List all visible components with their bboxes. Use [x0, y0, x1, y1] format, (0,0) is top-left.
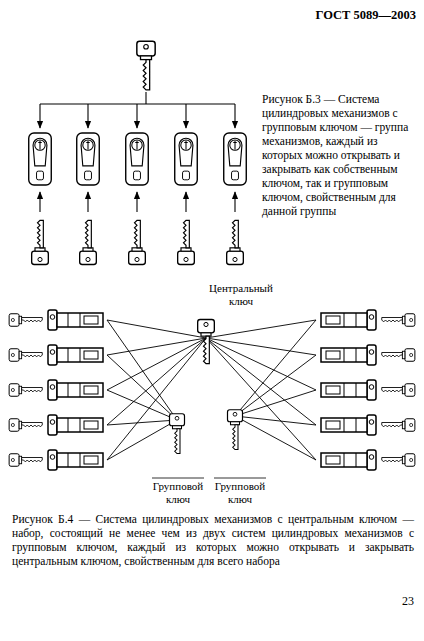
arrow [234, 192, 235, 212]
cylinder-side [48, 450, 103, 470]
access-line [235, 416, 316, 460]
cylinder-side [321, 450, 376, 470]
drawing-part [178, 220, 195, 264]
access-line [206, 320, 316, 338]
drawing-part [382, 349, 415, 362]
own-key [382, 454, 415, 467]
arrow [136, 104, 137, 128]
own-key [9, 349, 42, 362]
arrow [87, 192, 88, 212]
arrow [87, 104, 88, 128]
figure-caption: Рисунок Б.4 — Система цилиндровых механи… [12, 512, 414, 568]
access-line [206, 338, 316, 355]
access-line [235, 320, 316, 416]
access-line [107, 338, 206, 425]
access-line [107, 420, 177, 460]
drawing-part [321, 450, 376, 470]
drawing-part [227, 220, 244, 264]
drawing-part [32, 220, 49, 264]
own-key [9, 314, 42, 327]
drawing-part [382, 384, 415, 397]
own-key [9, 384, 42, 397]
cylinder-front [175, 133, 198, 185]
cylinder-front [126, 133, 149, 185]
cylinder-side [48, 345, 103, 365]
own-key [382, 419, 415, 432]
cylinder-front [224, 133, 247, 185]
arrow [185, 104, 186, 128]
cylinder-side [321, 310, 376, 330]
group-key [137, 41, 155, 90]
central-key [198, 320, 215, 364]
group-key-system [29, 41, 247, 264]
arrow [234, 104, 235, 128]
own-key [227, 220, 244, 264]
access-line [235, 355, 316, 416]
drawing-part [321, 415, 376, 435]
own-key [382, 349, 415, 362]
own-key [32, 220, 49, 264]
cylinder-side [48, 310, 103, 330]
figure-caption: Рисунок Б.3 — Система цилиндровых механи… [262, 92, 418, 218]
cylinder-side [48, 380, 103, 400]
cylinder-side [321, 345, 376, 365]
own-key [80, 220, 97, 264]
drawing-part [382, 454, 415, 467]
access-line [235, 390, 316, 416]
drawing-part [321, 380, 376, 400]
access-line [107, 355, 177, 420]
key-label: Групповой ключ [208, 480, 272, 506]
cylinder-side [321, 380, 376, 400]
own-key [178, 220, 195, 264]
access-line [206, 338, 316, 390]
drawing-part [80, 220, 97, 264]
drawing-part [382, 314, 415, 327]
label-rule [152, 478, 266, 479]
group-key [228, 410, 243, 450]
arrow [185, 192, 186, 212]
key-label: Групповой ключ [146, 480, 210, 506]
arrow [39, 104, 40, 128]
access-line [235, 416, 316, 425]
drawing-part [129, 220, 146, 264]
arrow [39, 192, 40, 212]
arrow [136, 192, 137, 212]
own-key [129, 220, 146, 264]
cylinder-front [77, 133, 100, 185]
page-number: 23 [380, 594, 414, 608]
access-line [107, 338, 206, 355]
own-key [382, 384, 415, 397]
access-line [107, 338, 206, 390]
group-key [170, 414, 185, 454]
access-line [107, 320, 177, 420]
access-line [107, 320, 206, 338]
access-line [107, 338, 206, 460]
cylinder-front [29, 133, 52, 185]
page-header: ГОСТ 5089—2003 [290, 8, 416, 23]
cylinder-side [321, 415, 376, 435]
own-key [382, 314, 415, 327]
arrow-line [145, 92, 146, 104]
drawing-part [321, 345, 376, 365]
cylinder-side [48, 415, 103, 435]
drawing-part [321, 310, 376, 330]
access-line [206, 338, 316, 425]
own-key [9, 419, 42, 432]
drawing-part [382, 419, 415, 432]
central-key-system [9, 310, 415, 478]
access-line [107, 420, 177, 425]
access-line [206, 338, 316, 460]
key-label: Центральный ключ [206, 282, 276, 308]
own-key [9, 454, 42, 467]
